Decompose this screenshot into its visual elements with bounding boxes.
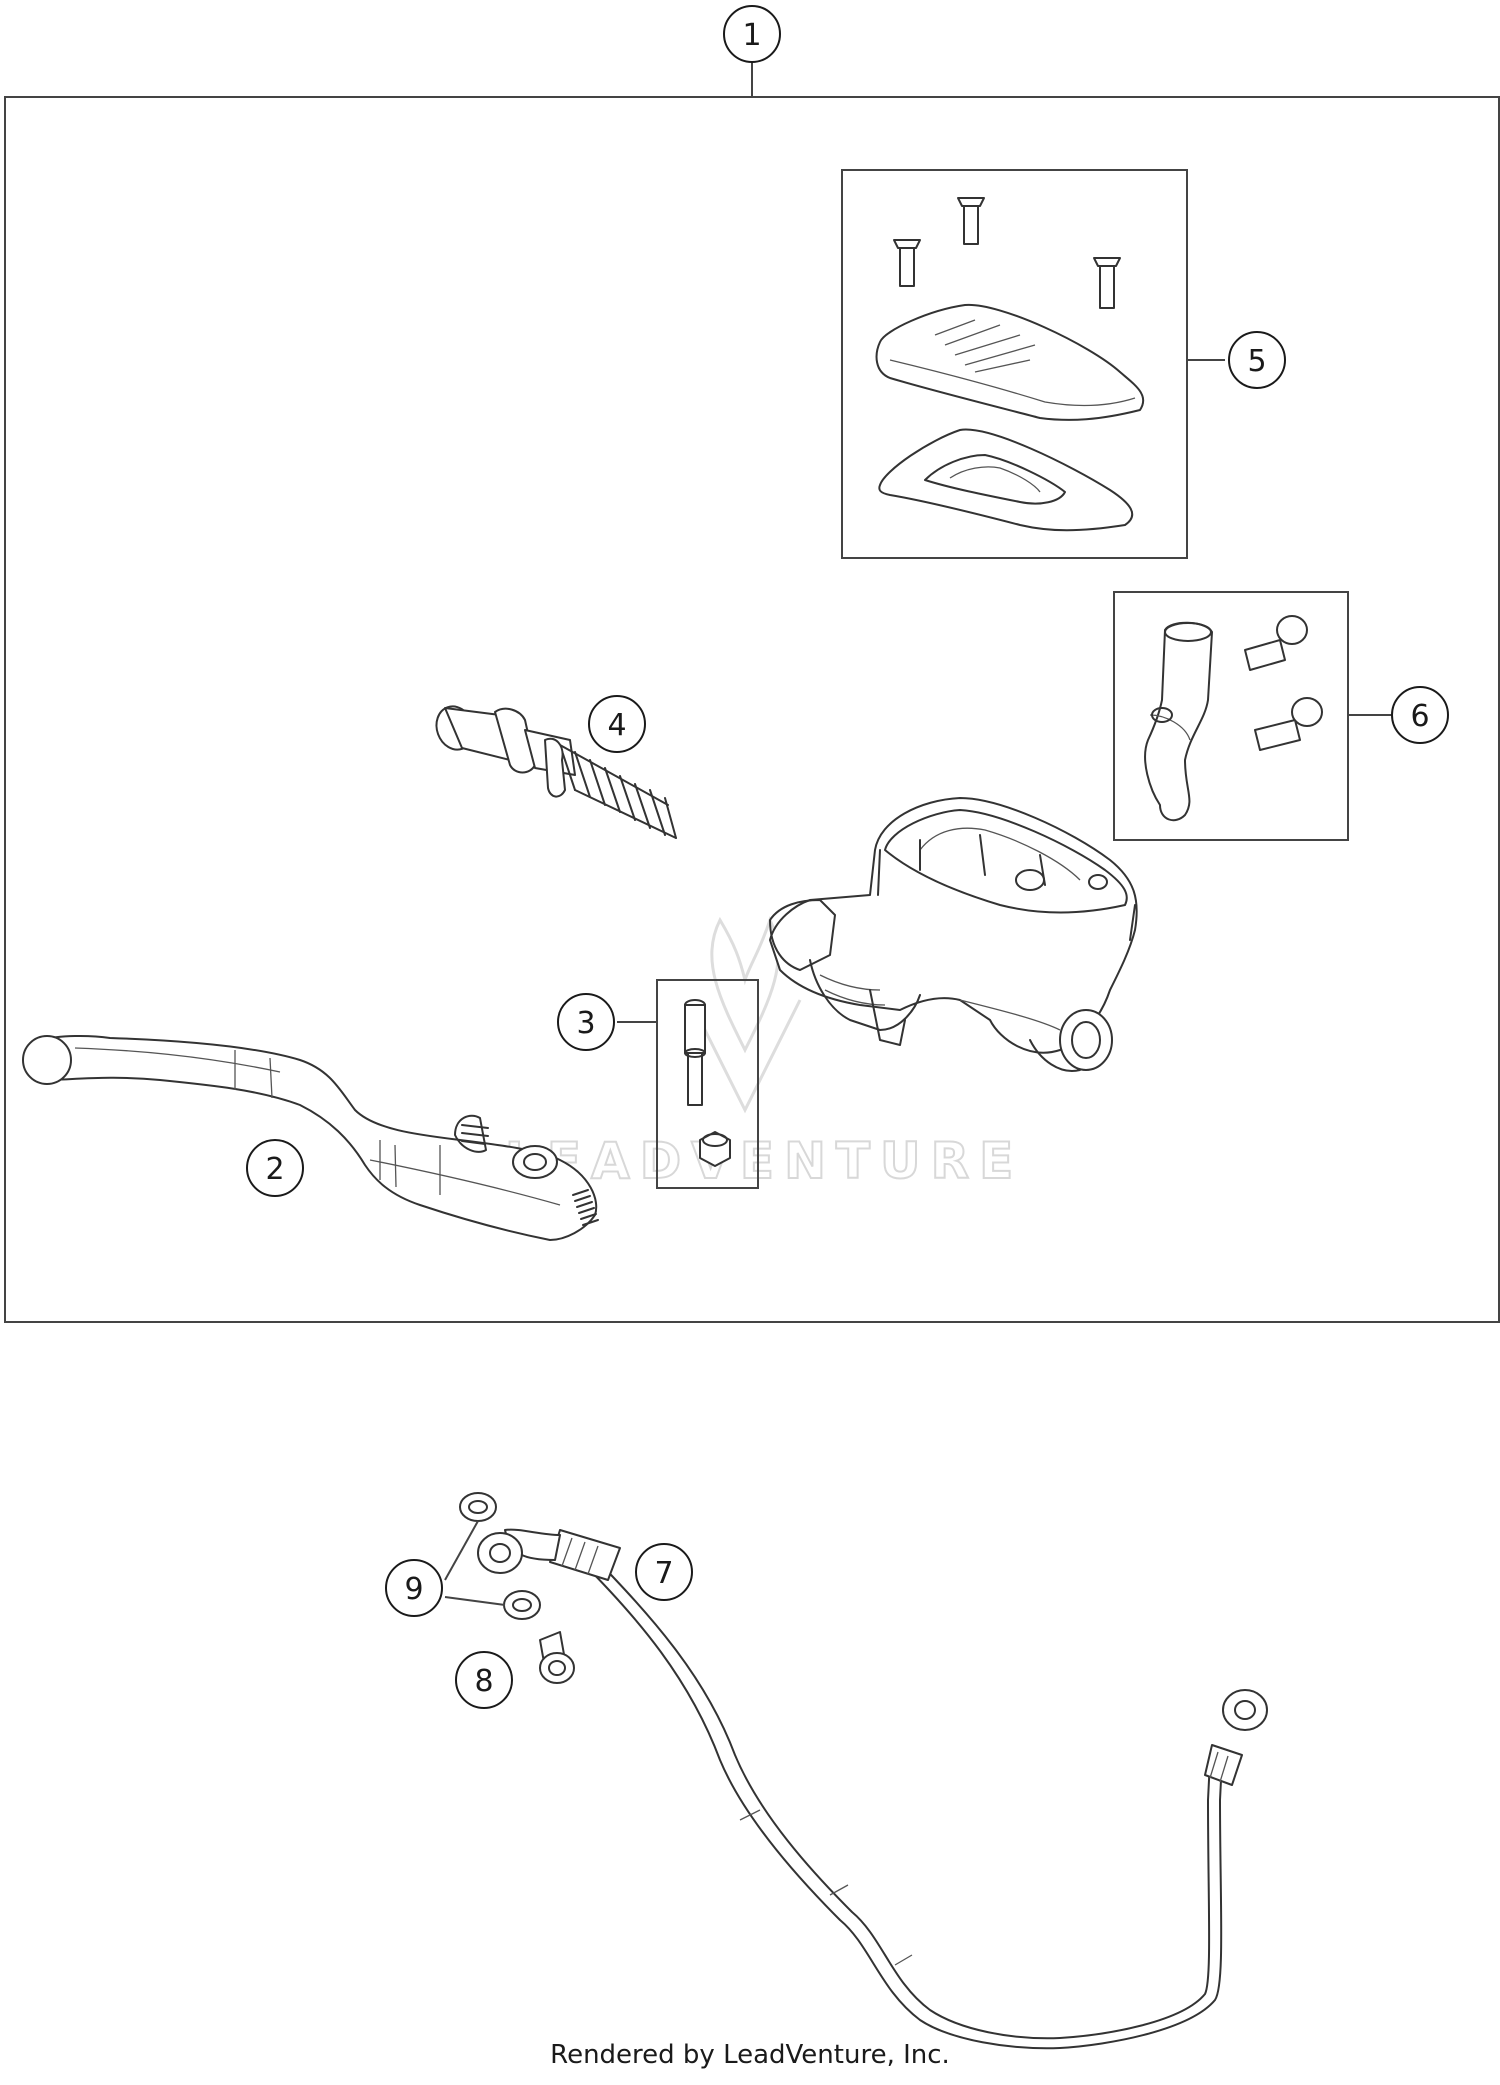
master-cylinder-body <box>769 797 1138 1072</box>
banjo-upper <box>477 1532 523 1574</box>
handlebar-clamp <box>1144 621 1213 822</box>
watermark-text: LEADVENTURE <box>505 1132 1023 1190</box>
svg-text:2: 2 <box>265 1152 284 1187</box>
render-credit: Rendered by LeadVenture, Inc. <box>550 2040 950 2070</box>
piston-spring <box>559 744 677 839</box>
svg-text:6: 6 <box>1410 699 1429 734</box>
lever-spring <box>572 1189 599 1226</box>
sealing-washer <box>459 1492 497 1522</box>
cover-screw <box>893 239 921 287</box>
pivot-kit-box <box>656 979 759 1189</box>
svg-text:9: 9 <box>404 1572 423 1607</box>
svg-text:1: 1 <box>742 18 761 53</box>
hose-fitting-lower <box>1204 1744 1243 1786</box>
pivot-nut <box>699 1131 731 1167</box>
svg-text:8: 8 <box>474 1664 493 1699</box>
clamp-kit <box>1144 615 1323 822</box>
svg-text:4: 4 <box>607 708 626 743</box>
clamp-bolt <box>1254 697 1323 751</box>
cover-screw <box>1093 257 1121 309</box>
pivot-kit <box>684 999 731 1167</box>
callout-6[interactable]: 6 <box>1391 686 1449 744</box>
reservoir-cover-kit-box <box>841 169 1188 559</box>
svg-text:7: 7 <box>654 1556 673 1591</box>
clamp-bolt <box>1244 615 1308 671</box>
callout-9[interactable]: 9 <box>385 1559 443 1617</box>
callout-2[interactable]: 2 <box>246 1139 304 1197</box>
callout-8[interactable]: 8 <box>455 1651 513 1709</box>
callout-5[interactable]: 5 <box>1228 331 1286 389</box>
clutch-hose-assembly <box>459 1492 1268 2050</box>
svg-text:3: 3 <box>576 1006 595 1041</box>
reservoir-cover <box>875 303 1145 421</box>
lever-adjuster <box>454 1114 489 1153</box>
lever-bushing <box>512 1145 558 1179</box>
sealing-washer <box>503 1590 541 1620</box>
callout-9-leader-b <box>444 1596 506 1606</box>
callout-4[interactable]: 4 <box>588 695 646 753</box>
watermark: LEADVENTURE <box>504 916 1023 1191</box>
cover-label-lines <box>934 319 1036 373</box>
callout-3[interactable]: 3 <box>557 993 615 1051</box>
banjo-lower <box>1222 1689 1268 1731</box>
reservoir-cover-kit <box>875 197 1145 532</box>
svg-text:5: 5 <box>1247 344 1266 379</box>
reservoir-gasket <box>878 428 1134 532</box>
pivot-pin <box>684 999 706 1106</box>
banjo-bolt <box>539 1631 575 1684</box>
piston-kit <box>435 705 677 839</box>
clutch-lever <box>22 1034 599 1241</box>
cover-screw <box>957 197 985 245</box>
callout-1[interactable]: 1 <box>723 5 781 63</box>
callout-7[interactable]: 7 <box>635 1543 693 1601</box>
callout-9-leader-a <box>444 1520 479 1581</box>
